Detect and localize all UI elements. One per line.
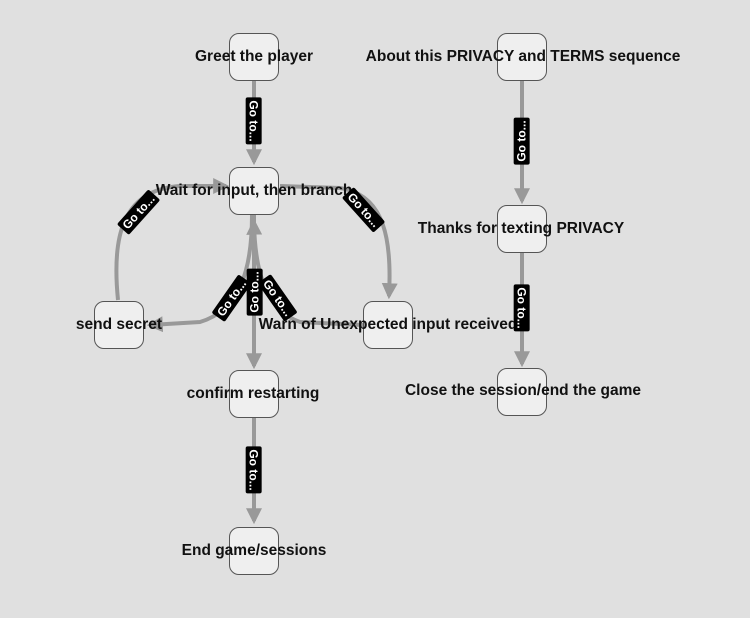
edge-label-confirm-to-end[interactable]: Go to...	[245, 446, 262, 494]
node-thanks[interactable]	[497, 205, 547, 253]
node-wait[interactable]	[229, 167, 279, 215]
node-greet[interactable]	[229, 33, 279, 81]
edge-label-greet-to-wait[interactable]: Go to...	[245, 97, 262, 145]
edge-label-about-to-thanks[interactable]: Go to...	[513, 117, 530, 165]
node-secret[interactable]	[94, 301, 144, 349]
node-end[interactable]	[229, 527, 279, 575]
node-confirm[interactable]	[229, 370, 279, 418]
node-about[interactable]	[497, 33, 547, 81]
node-warn[interactable]	[363, 301, 413, 349]
edge-wait-to-secret[interactable]	[146, 214, 254, 333]
edge-secret-to-wait[interactable]	[114, 178, 230, 301]
edge-wait-to-warn[interactable]	[279, 184, 398, 300]
edge-label-wait-to-confirm[interactable]: Go to...	[246, 268, 263, 316]
edge-label-thanks-to-close[interactable]: Go to...	[513, 284, 530, 332]
node-close[interactable]	[497, 368, 547, 416]
